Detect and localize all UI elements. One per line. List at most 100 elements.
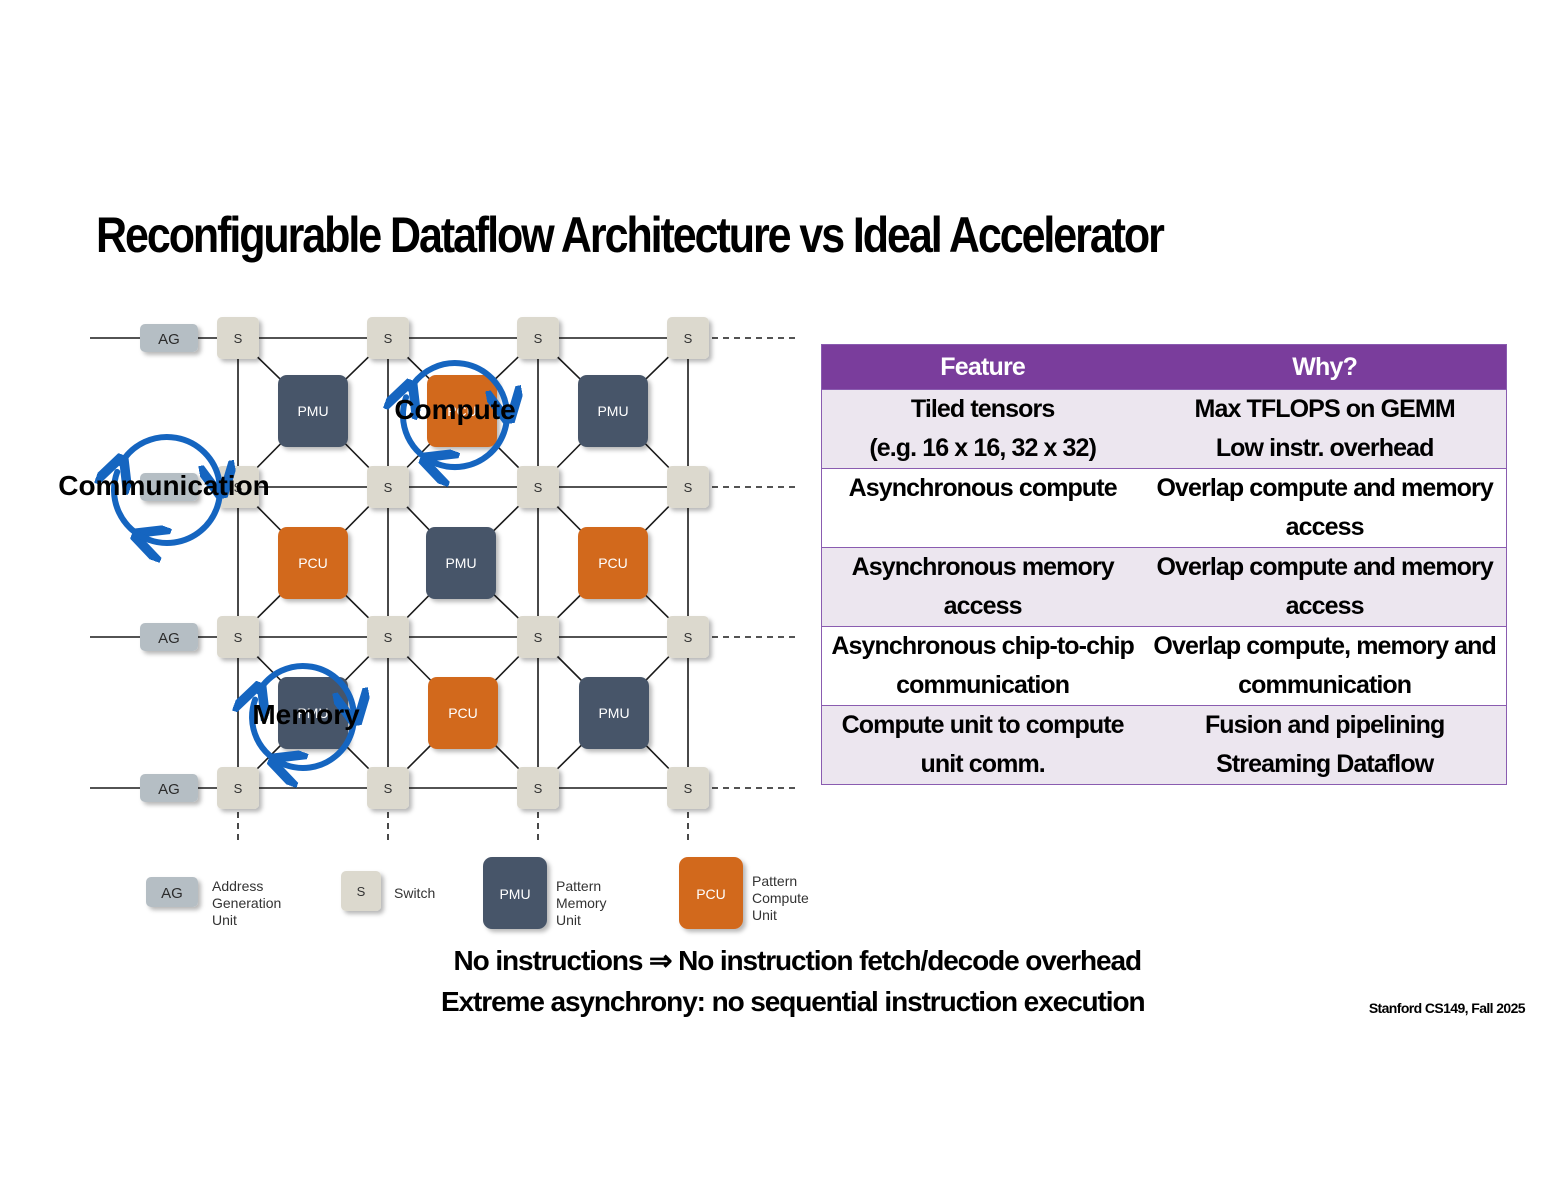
ag-label: AG: [158, 630, 180, 647]
ag-label: AG: [158, 781, 180, 798]
ag-box: [140, 473, 198, 501]
switch-box: [667, 317, 709, 359]
switch-label: S: [684, 331, 693, 346]
pcu-unit: PCU: [427, 375, 497, 447]
switch-box: [367, 767, 409, 809]
switch-unit: S: [217, 616, 259, 658]
legend-ag-desc: Address: [212, 878, 263, 894]
switch-label: S: [534, 781, 543, 796]
pcu-box: [427, 375, 497, 447]
cycle-arrow-segment: [403, 397, 441, 467]
switch-box: [217, 616, 259, 658]
pmu-label: PMU: [297, 705, 328, 721]
communication-cycle-arrows: [114, 434, 223, 543]
switch-label: S: [234, 781, 243, 796]
switch-unit: S: [367, 616, 409, 658]
switch-box: [367, 616, 409, 658]
pmu-label: PMU: [597, 403, 628, 419]
pmu-unit: PMU: [278, 677, 348, 749]
switch-unit: S: [517, 616, 559, 658]
switch-label: S: [384, 630, 393, 645]
cycle-arrow-segment: [114, 472, 152, 543]
legend-pmu-label: PMU: [499, 886, 530, 902]
legend-pcu-box: [679, 857, 743, 929]
legend-pcu-desc: Pattern: [752, 873, 797, 889]
pmu-box: [278, 677, 348, 749]
switch-label: S: [234, 331, 243, 346]
legend-ag-desc: Unit: [212, 912, 237, 928]
switch-box: [517, 616, 559, 658]
pmu-unit: PMU: [278, 375, 348, 447]
switch-label: S: [534, 331, 543, 346]
switch-unit: S: [217, 317, 259, 359]
memory-cycle-arrows: [252, 662, 357, 768]
header-why: Why?: [1143, 344, 1507, 390]
legend-pcu-desc: Compute: [752, 890, 809, 906]
callout-communication: Communication: [58, 470, 270, 501]
ag-unit: AG: [140, 623, 198, 651]
switch-unit: S: [367, 466, 409, 508]
switch-unit: S: [517, 466, 559, 508]
switch-unit: S: [667, 466, 709, 508]
pcu-box: [428, 677, 498, 749]
switch-box: [517, 466, 559, 508]
legend-switch-desc: Switch: [394, 885, 435, 901]
slide-title: Reconfigurable Dataflow Architecture vs …: [96, 207, 1165, 263]
pmu-unit: PMU: [579, 677, 649, 749]
pcu-label: PCU: [598, 555, 628, 571]
pmu-unit: PMU: [578, 375, 648, 447]
ag-box: [140, 774, 198, 802]
cycle-arrow-segment: [149, 477, 223, 543]
switch-label: S: [684, 781, 693, 796]
feature-table: Feature Why? Tiled tensors(e.g. 16 x 16,…: [821, 344, 1507, 785]
pmu-unit: PMU: [426, 527, 496, 599]
switch-box: [517, 317, 559, 359]
header-feature: Feature: [821, 344, 1144, 390]
pmu-box: [578, 375, 648, 447]
feature-cell: Asynchronous compute: [821, 468, 1144, 548]
cycle-arrow-segment: [252, 700, 289, 768]
cycle-arrow-segment: [437, 403, 510, 467]
switch-unit: S: [517, 317, 559, 359]
switch-label: S: [534, 480, 543, 495]
table-row: Asynchronous compute Overlap compute and…: [821, 468, 1507, 548]
switch-box: [667, 466, 709, 508]
ag-box: [140, 623, 198, 651]
legend-ag-box: [146, 877, 198, 907]
switch-label: S: [384, 331, 393, 346]
switch-box: [517, 767, 559, 809]
legend-ag-desc: Generation: [212, 895, 281, 911]
switch-unit: S: [367, 317, 409, 359]
switch-label: S: [234, 630, 243, 645]
legend-pmu-desc: Pattern: [556, 878, 601, 894]
switch-label: S: [684, 630, 693, 645]
ag-unit: AG: [140, 774, 198, 802]
pmu-box: [426, 527, 496, 599]
table-row: Tiled tensors(e.g. 16 x 16, 32 x 32) Max…: [821, 389, 1507, 469]
callout-memory: Memory: [252, 699, 360, 730]
legend-pmu-box: [483, 857, 547, 929]
switch-label: S: [684, 480, 693, 495]
switch-box: [217, 767, 259, 809]
cycle-arrows: [114, 360, 510, 768]
cycle-arrow-segment: [286, 705, 357, 768]
pcu-box: [278, 527, 348, 599]
ag-unit: AG: [140, 324, 198, 352]
pmu-box: [579, 677, 649, 749]
pcu-unit: PCU: [278, 527, 348, 599]
legend-pcu-desc: Unit: [752, 907, 777, 923]
